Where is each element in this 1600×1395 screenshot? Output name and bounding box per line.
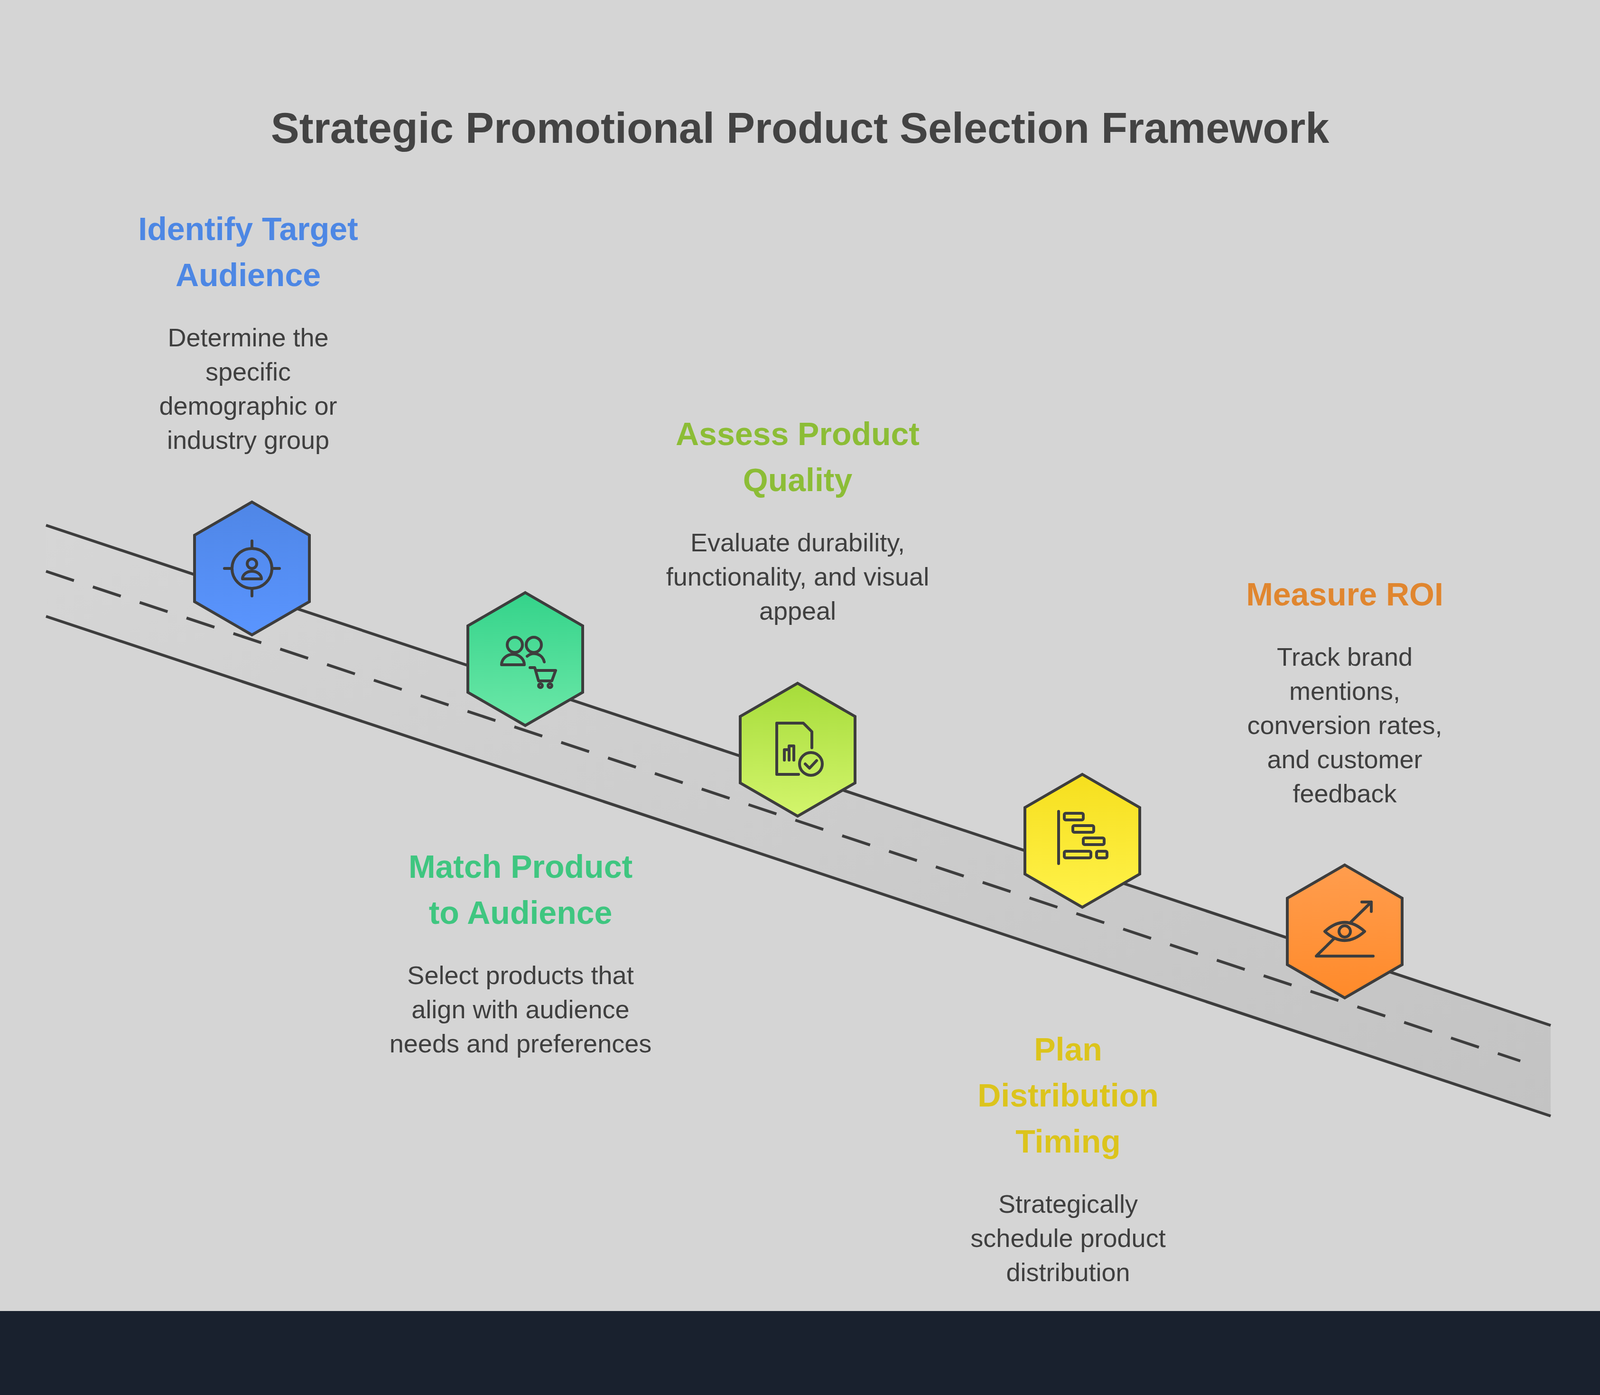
step-heading: Measure ROI: [1226, 571, 1464, 618]
quality-report-icon: [776, 723, 823, 776]
icon-part: [538, 683, 543, 688]
hexagon: [1287, 865, 1403, 998]
step-description: Track brand mentions, conversion rates, …: [1230, 639, 1459, 811]
step-heading: Plan Distribution Timing: [958, 1026, 1178, 1165]
step-node: Measure ROI Track brand mentions, convers…: [1216, 571, 1473, 811]
road-centre-line: [46, 571, 1521, 1061]
step-description: Strategically schedule product distribut…: [958, 1186, 1178, 1290]
roi-icon: [1316, 902, 1374, 957]
icon-part: [232, 548, 272, 589]
icon-part: [501, 654, 525, 665]
schedule-chart-icon: [1058, 811, 1107, 864]
icon-part: [1317, 902, 1372, 956]
footer-band: [0, 1311, 1600, 1395]
hexagon: [1024, 774, 1140, 908]
icon-part: [1096, 851, 1107, 858]
hexagon: [740, 683, 856, 817]
icon-part: [527, 653, 545, 662]
icon-part: [1361, 902, 1372, 912]
hexagon: [194, 502, 310, 635]
shoppers-icon: [501, 637, 556, 688]
icon-part: [1064, 851, 1091, 858]
step-marker: [467, 592, 583, 726]
icon-part: [1057, 811, 1061, 864]
road-edge: [46, 616, 1551, 1117]
step-marker: [194, 502, 310, 635]
icon-part: [1316, 954, 1374, 958]
step-marker: [1024, 774, 1140, 908]
step-node: Plan Distribution TimingStrategically sc…: [944, 1026, 1192, 1290]
icon-part: [548, 683, 552, 688]
icon-part: [799, 752, 823, 776]
step-node: Identify Target AudienceDetermine the sp…: [96, 205, 400, 457]
diagram-title: Strategic Promotional Product Selection …: [0, 102, 1600, 155]
step-heading: Identify Target Audience: [101, 205, 396, 298]
icon-part: [224, 540, 280, 596]
step-marker: [1287, 865, 1403, 998]
step-description: Determine the specific demographic or in…: [148, 320, 348, 457]
step-node: Match Product to AudienceSelect products…: [378, 843, 663, 1061]
icon-part: [526, 637, 542, 653]
icon-part: [1339, 925, 1351, 938]
icon-part: [784, 745, 794, 761]
icon-part: [507, 637, 523, 653]
icon-part: [1064, 813, 1084, 820]
icon-part: [242, 571, 262, 579]
icon-part: [805, 760, 817, 769]
step-marker: [740, 683, 856, 817]
hexagon: [467, 592, 583, 726]
step-node: Assess Product QualityEvaluate durabilit…: [645, 410, 950, 628]
step-heading: Assess Product Quality: [655, 410, 940, 503]
icon-part: [247, 558, 257, 569]
icon-part: [1072, 825, 1094, 833]
step-description: Evaluate durability, functionality, and …: [664, 525, 931, 628]
icon-part: [1083, 837, 1105, 845]
step-description: Select products that align with audience…: [389, 958, 653, 1061]
icon-part: [530, 667, 556, 681]
step-heading: Match Product to Audience: [394, 843, 647, 936]
target-icon: [224, 540, 280, 596]
icon-part: [1324, 922, 1365, 941]
